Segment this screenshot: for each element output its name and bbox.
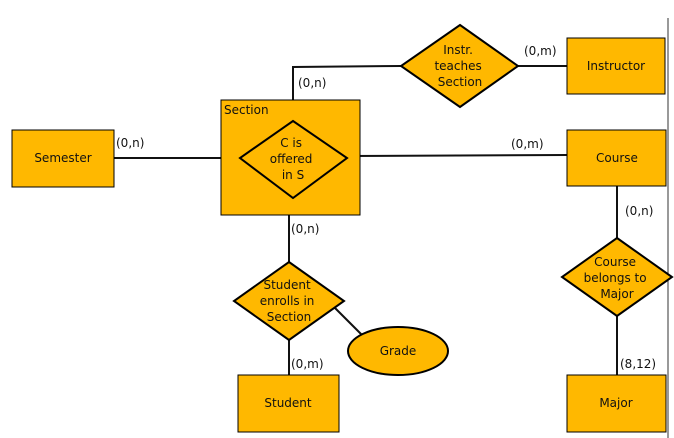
cardinality-section-enrolls: (0,n): [291, 222, 319, 236]
cardinality-offered-course: (0,m): [511, 137, 544, 151]
entity-major: [566, 374, 667, 433]
relationship-belongs: [560, 236, 674, 318]
entity-section-label: Section: [224, 103, 269, 117]
cardinality-belongs-major: (8,12): [620, 357, 656, 371]
cardinality-semester-offered: (0,n): [116, 136, 144, 150]
cardinality-course-belongs: (0,n): [625, 204, 653, 218]
relationship-belongs-label: Course belongs to Major: [584, 255, 651, 301]
entity-instructor-label: Instructor: [587, 59, 645, 73]
entity-student-label: Student: [264, 396, 312, 410]
relationship-offered-label: C is offered in S: [270, 136, 317, 182]
relationship-offered: [238, 119, 349, 200]
line-offered-course: [346, 154, 568, 157]
entity-instructor: [566, 37, 666, 95]
attribute-grade: [347, 326, 449, 376]
line-section-teaches: [292, 65, 402, 100]
entity-course-label: Course: [596, 151, 638, 165]
line-enrolls-grade: [332, 305, 365, 338]
entity-student: [237, 374, 340, 433]
relationship-teaches: [399, 23, 520, 109]
relationship-enrolls-label: Student enrolls in Section: [260, 278, 319, 324]
attribute-grade-label: Grade: [380, 344, 417, 358]
entity-semester-label: Semester: [34, 151, 91, 165]
cardinality-enrolls-student: (0,m): [291, 357, 324, 371]
cardinality-section-teaches: (0,n): [298, 76, 326, 90]
entity-major-label: Major: [599, 396, 632, 410]
relationship-teaches-label: Instr. teaches Section: [434, 43, 485, 89]
relationship-enrolls: [232, 260, 346, 342]
entity-semester: [11, 129, 115, 188]
entity-course: [566, 129, 667, 187]
cardinality-teaches-instructor: (0,m): [524, 44, 557, 58]
